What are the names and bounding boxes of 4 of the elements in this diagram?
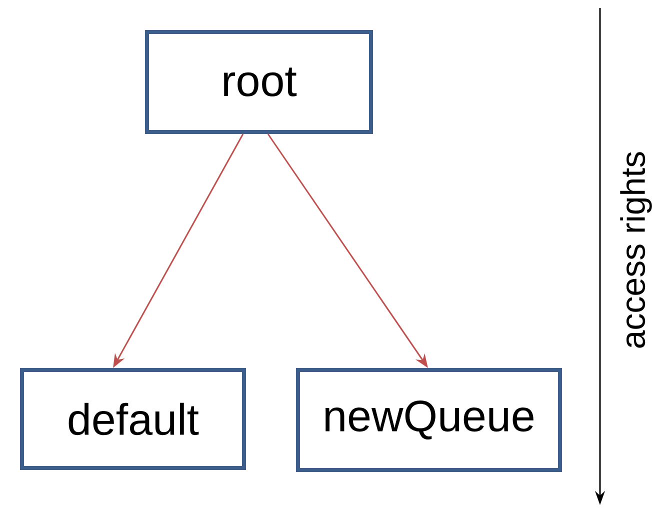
- process-box: default: [20, 368, 246, 470]
- process-box: newQueue: [296, 368, 562, 472]
- process-box: root: [145, 30, 373, 134]
- axis-label: access rights: [620, 152, 652, 348]
